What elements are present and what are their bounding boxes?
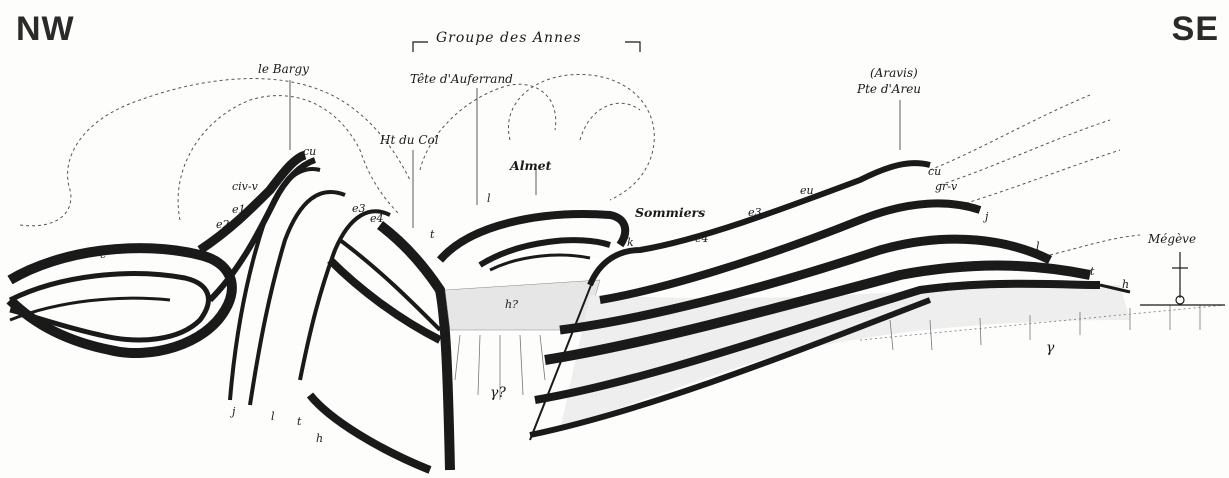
orientation-right: SE bbox=[1172, 10, 1219, 49]
orientation-left: NW bbox=[16, 10, 75, 49]
reconstructed-fold-outlines bbox=[20, 74, 1140, 255]
symbol-c: c bbox=[100, 248, 106, 261]
group-label: Groupe des Annes bbox=[436, 30, 582, 46]
symbol-cu: cu bbox=[303, 145, 316, 158]
central-klippe bbox=[440, 214, 625, 270]
symbol-e4-right: e4 bbox=[695, 232, 709, 245]
place-col: Ht du Col bbox=[380, 133, 439, 147]
label-leaders bbox=[290, 80, 900, 228]
place-sommiers: Sommiers bbox=[635, 205, 705, 220]
symbol-h-left: h bbox=[316, 432, 323, 445]
nw-folded-strata bbox=[10, 155, 450, 470]
symbol-eu: eu bbox=[800, 184, 814, 197]
symbol-gamma-right: γ bbox=[1046, 340, 1054, 356]
symbol-l-center: l bbox=[487, 192, 491, 205]
symbol-gamma-q: γ? bbox=[490, 385, 506, 401]
symbol-e4: e4 bbox=[370, 212, 384, 225]
place-auferrand: Tête d'Auferrand bbox=[410, 72, 513, 86]
place-almet: Almet bbox=[510, 158, 551, 173]
place-megeve: Mégève bbox=[1148, 232, 1196, 246]
symbol-j-right: j bbox=[985, 210, 988, 223]
place-bargy: le Bargy bbox=[258, 62, 309, 76]
symbol-t-left: t bbox=[297, 415, 301, 428]
symbol-e3: e3 bbox=[352, 202, 366, 215]
symbol-l-left: l bbox=[271, 410, 275, 423]
symbol-h2: h? bbox=[505, 298, 518, 311]
symbol-h-right: h bbox=[1122, 278, 1129, 291]
symbol-j-left: j bbox=[232, 405, 235, 418]
symbol-e2: e2 bbox=[216, 218, 230, 231]
symbol-l-right: l bbox=[1036, 240, 1040, 253]
megeve-marker bbox=[1140, 252, 1225, 305]
place-aravis: (Aravis) bbox=[870, 66, 918, 80]
symbol-t-center: t bbox=[430, 228, 434, 241]
symbol-civ: civ-v bbox=[232, 180, 258, 193]
symbol-k: k bbox=[627, 236, 634, 249]
symbol-e3-right: e3 bbox=[748, 206, 762, 219]
symbol-cu-right: cu bbox=[928, 165, 941, 178]
place-areu: Pte d'Areu bbox=[857, 82, 921, 96]
symbol-e1: e1 bbox=[232, 203, 246, 216]
symbol-t-right: t bbox=[1090, 265, 1094, 278]
symbol-grv: gr-v bbox=[935, 180, 957, 193]
